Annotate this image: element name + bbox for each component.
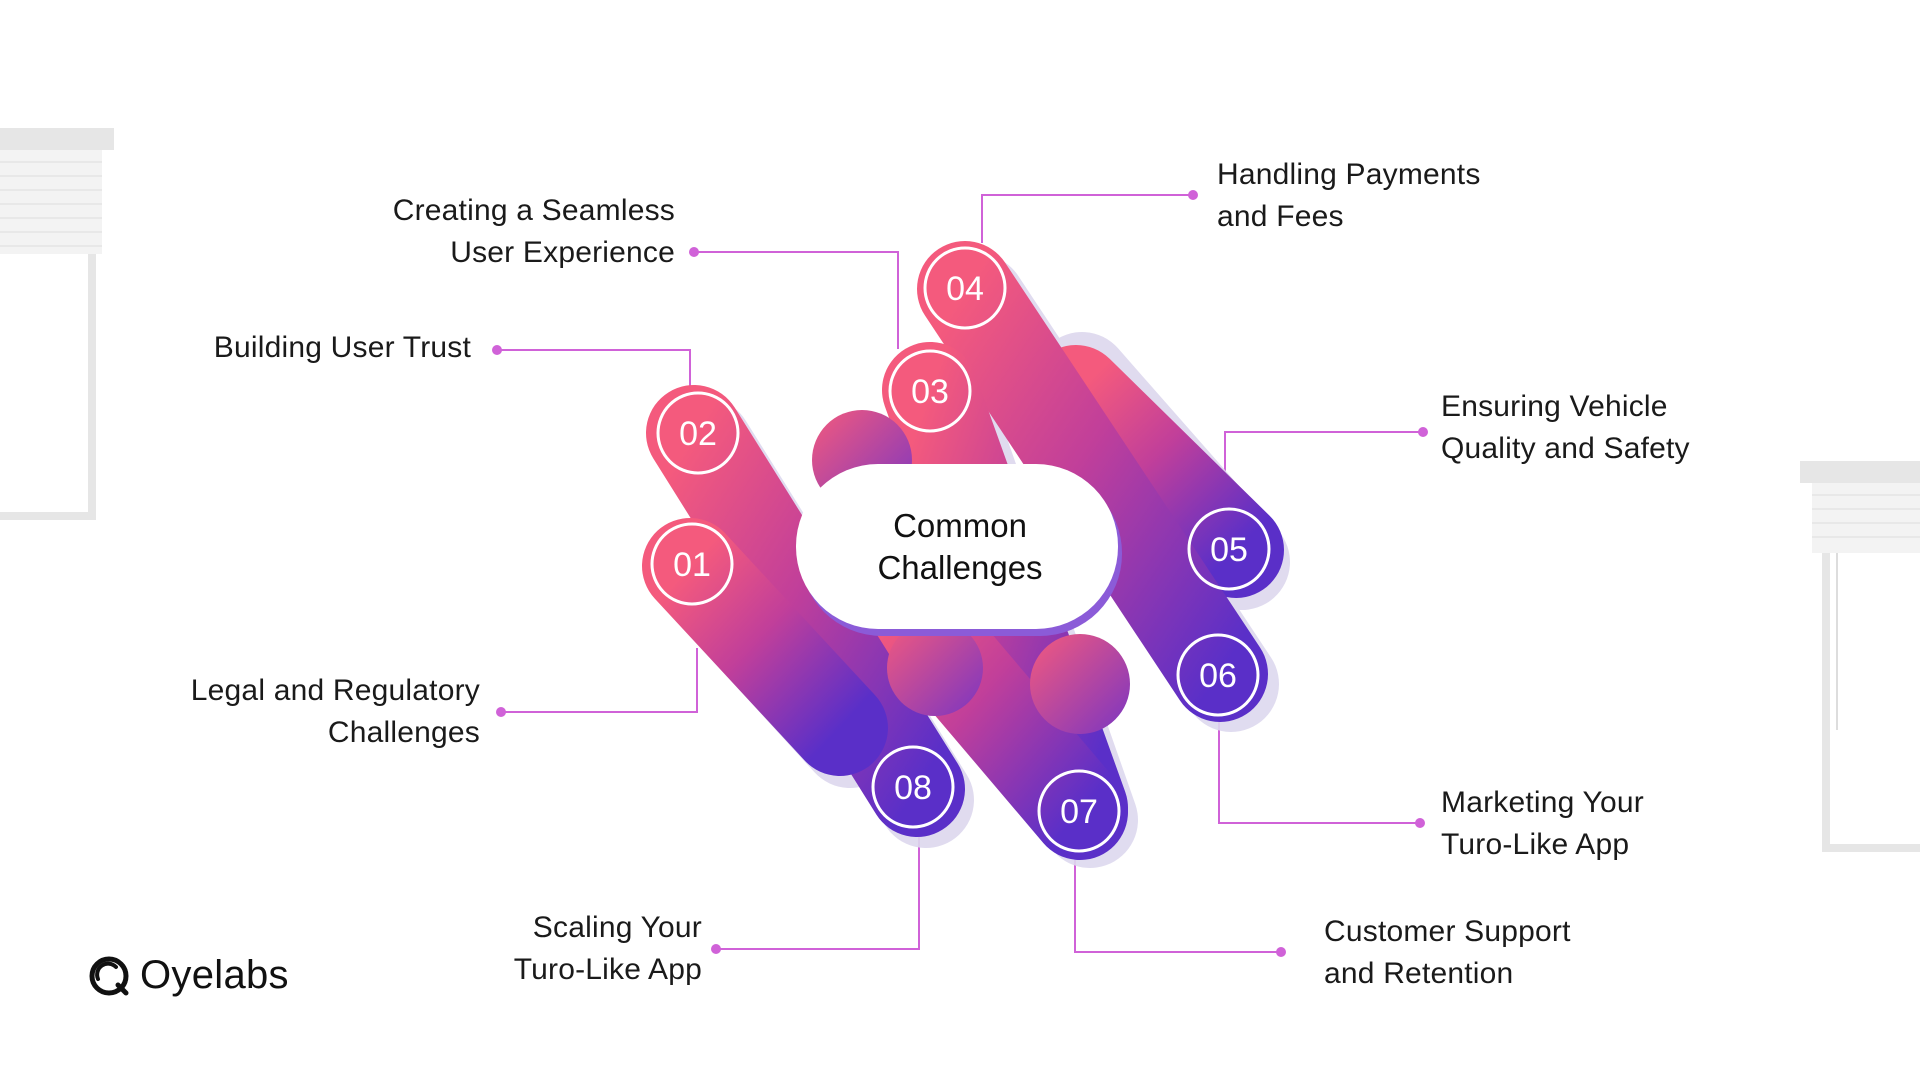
brand-logo: Oyelabs <box>88 953 289 998</box>
center-title-line2: Challenges <box>877 549 1043 586</box>
badge-02 <box>656 391 740 475</box>
center-title: Common Challenges <box>810 505 1110 589</box>
badge-number-02: 02 <box>679 415 717 453</box>
connector-lines <box>497 194 1423 953</box>
oyelabs-logo-icon <box>89 956 129 995</box>
badge-08 <box>871 745 955 829</box>
label-01: Legal and Regulatory Challenges <box>191 670 480 754</box>
label-05-line2: Quality and Safety <box>1441 432 1690 465</box>
connector-07 <box>1074 855 1281 953</box>
badge-number-01: 01 <box>673 546 711 584</box>
label-07-line2: and Retention <box>1324 957 1514 990</box>
badge-03 <box>888 349 972 433</box>
label-04-line2: and Fees <box>1217 200 1344 233</box>
connector-06 <box>1218 719 1420 824</box>
connector-01 <box>501 648 698 713</box>
badge-number-05: 05 <box>1210 531 1248 569</box>
badge-number-06: 06 <box>1199 657 1237 695</box>
badge-number-03: 03 <box>911 373 949 411</box>
badge-number-07: 07 <box>1060 793 1098 831</box>
label-07: Customer Support and Retention <box>1324 911 1571 995</box>
center-node <box>796 464 1122 636</box>
label-05-line1: Ensuring Vehicle <box>1441 390 1668 423</box>
label-01-line1: Legal and Regulatory <box>190 674 480 707</box>
connector-05 <box>1224 431 1423 507</box>
badge-number-04: 04 <box>946 270 984 308</box>
number-texts: 01 02 03 04 05 06 07 08 <box>673 270 1248 831</box>
connector-02 <box>497 349 691 393</box>
label-06: Marketing Your Turo-Like App <box>1441 782 1644 866</box>
label-01-line2: Challenges <box>327 716 480 749</box>
label-08: Scaling Your Turo-Like App <box>514 907 702 991</box>
badge-06 <box>1176 633 1260 717</box>
badge-05 <box>1187 507 1271 591</box>
connector-03 <box>694 251 899 349</box>
center-blobs <box>812 410 1130 734</box>
label-06-line1: Marketing Your <box>1441 786 1644 819</box>
label-03: Creating a Seamless User Experience <box>393 190 675 274</box>
connector-08 <box>716 830 920 950</box>
label-02-line1: Building User Trust <box>213 331 471 364</box>
connector-04 <box>981 194 1193 243</box>
brand-name: Oyelabs <box>140 953 289 997</box>
label-03-line1: Creating a Seamless <box>392 194 675 227</box>
number-badges <box>650 246 1271 853</box>
label-03-line2: User Experience <box>450 236 675 269</box>
pill-01 <box>642 518 888 776</box>
label-02: Building User Trust <box>214 327 471 369</box>
label-04-line1: Handling Payments <box>1217 158 1481 191</box>
connector-dots <box>492 190 1428 957</box>
label-07-line1: Customer Support <box>1324 915 1571 948</box>
badge-07 <box>1037 769 1121 853</box>
center-title-line1: Common <box>893 507 1027 544</box>
decorative-window-right <box>1800 461 1920 852</box>
label-04: Handling Payments and Fees <box>1217 154 1481 238</box>
label-06-line2: Turo-Like App <box>1441 828 1630 861</box>
label-05: Ensuring Vehicle Quality and Safety <box>1441 386 1690 470</box>
badge-01 <box>650 522 734 606</box>
label-08-line2: Turo-Like App <box>513 953 702 986</box>
badge-04 <box>923 246 1007 330</box>
decorative-window-left <box>0 128 114 520</box>
label-08-line1: Scaling Your <box>532 911 702 944</box>
pill-04 <box>917 241 1268 722</box>
badge-number-08: 08 <box>894 769 932 807</box>
